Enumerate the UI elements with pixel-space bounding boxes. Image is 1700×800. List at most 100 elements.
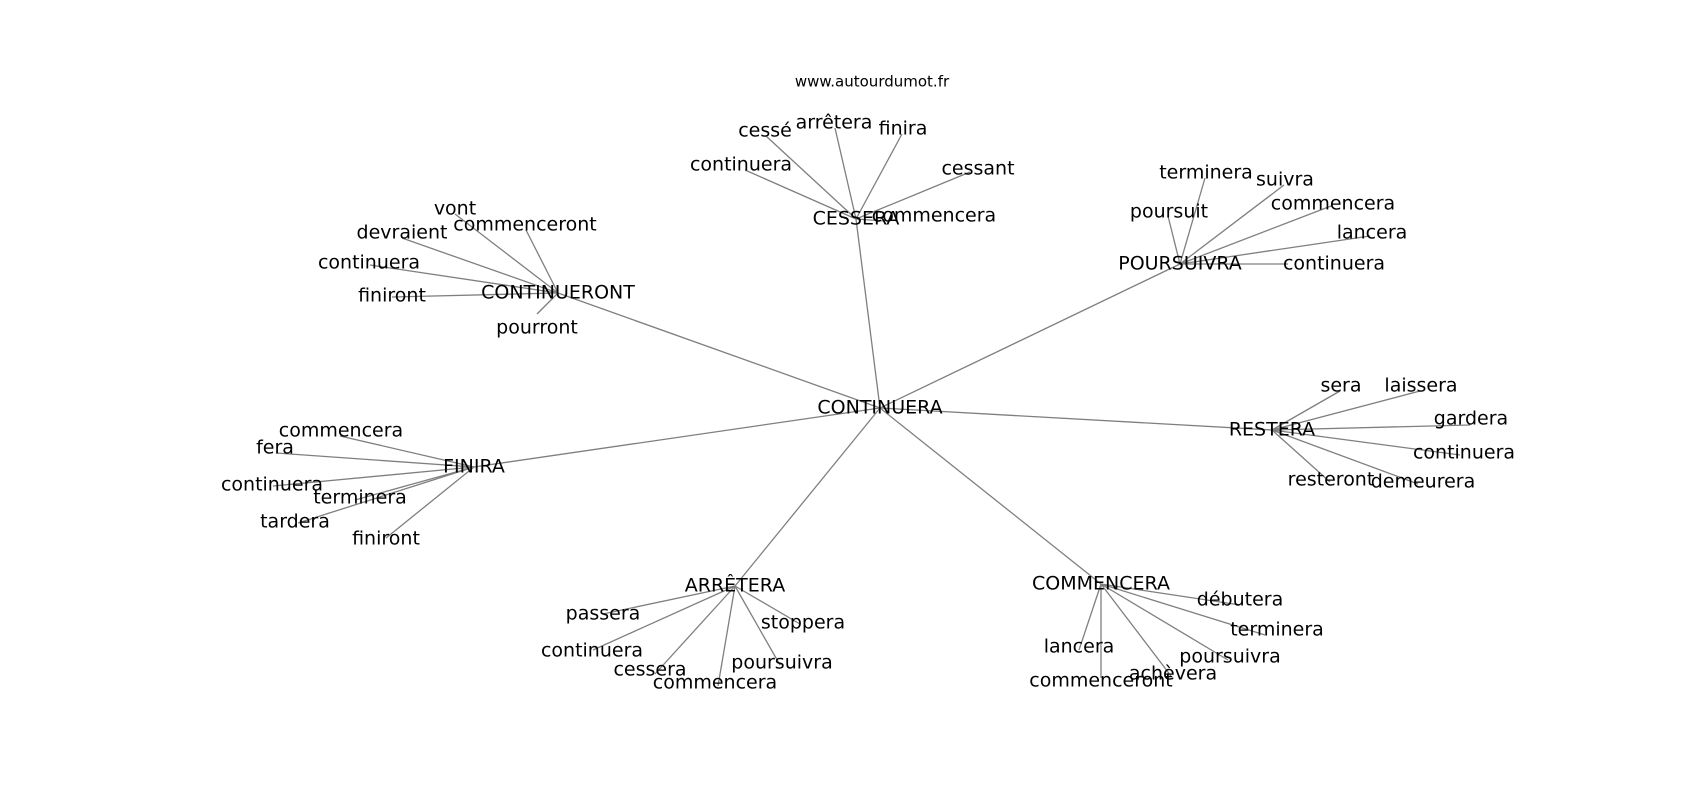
leaf-node-label: demeurera	[1371, 471, 1476, 493]
center-to-hub-edge	[879, 407, 1102, 585]
hub-to-leaf-edge	[401, 237, 559, 294]
leaf-node-label: poursuivra	[731, 652, 832, 674]
center-to-hub-edge	[855, 218, 881, 409]
leaf-node-label: pourront	[496, 317, 578, 339]
leaf-node-label: resteront	[1288, 469, 1375, 491]
leaf-node-label: arrêtera	[796, 112, 873, 134]
center-to-hub-edge	[879, 263, 1181, 409]
leaf-node-label: gardera	[1434, 408, 1508, 430]
leaf-node-label: suivra	[1256, 169, 1314, 191]
hub-to-leaf-edge	[1167, 215, 1181, 265]
leaf-node-label: finiront	[352, 528, 420, 550]
leaf-node-label: poursuivra	[1179, 646, 1280, 668]
hub-to-leaf-edge	[1100, 583, 1229, 661]
leaf-node-label: commencera	[872, 205, 996, 227]
leaf-node-label: débutera	[1197, 589, 1283, 611]
center-node-label: CONTINUERA	[817, 397, 942, 419]
hub-to-leaf-edge	[834, 127, 857, 220]
hub-to-leaf-edge	[744, 169, 857, 220]
leaf-node-label: terminera	[313, 487, 407, 509]
leaf-node-label: lancera	[1337, 222, 1408, 244]
leaf-node-label: lancera	[1044, 636, 1115, 658]
leaf-node-label: commenceront	[1029, 670, 1172, 692]
hub-to-leaf-edge	[734, 585, 781, 666]
hub-to-leaf-edge	[454, 213, 559, 294]
leaf-node-label: achèvera	[1129, 663, 1217, 685]
leaf-node-label: continuera	[318, 252, 420, 274]
hub-node-label: CESSERA	[813, 208, 900, 230]
leaf-node-label: continuera	[1413, 442, 1515, 464]
hub-to-leaf-edge	[1179, 235, 1371, 265]
leaf-node-label: continuera	[541, 640, 643, 662]
hub-node-label: FINIRA	[443, 456, 505, 478]
hub-to-leaf-edge	[1271, 429, 1331, 483]
hub-node-label: COMMENCERA	[1032, 573, 1170, 595]
edges-layer	[272, 127, 1471, 687]
leaf-node-label: passera	[566, 603, 641, 625]
leaf-node-label: terminera	[1230, 619, 1324, 641]
leaf-node-label: poursuit	[1130, 201, 1208, 223]
hub-to-leaf-edge	[536, 292, 559, 315]
hub-to-leaf-edge	[1100, 583, 1241, 606]
hub-to-leaf-edge	[275, 452, 475, 468]
hub-to-leaf-edge	[369, 264, 559, 294]
hub-to-leaf-edge	[391, 292, 559, 298]
leaf-node-label: continuera	[1283, 253, 1385, 275]
hub-to-leaf-edge	[1078, 583, 1102, 651]
hub-to-leaf-edge	[1179, 205, 1332, 265]
leaf-node-label: commencera	[653, 672, 777, 694]
hub-to-leaf-edge	[602, 585, 736, 615]
hub-node-label: POURSUIVRA	[1118, 253, 1242, 275]
hub-to-leaf-edge	[1271, 429, 1461, 456]
hub-node-label: RESTERA	[1229, 419, 1315, 441]
center-to-hub-edge	[879, 407, 1273, 431]
leaf-node-label: devraient	[357, 222, 448, 244]
leaf-node-label: continuera	[221, 474, 323, 496]
leaf-node-label: cessera	[613, 659, 686, 681]
hub-node-label: ARRÊTERA	[685, 574, 785, 597]
leaf-node-label: cessant	[941, 158, 1014, 180]
hub-to-leaf-edge	[1100, 583, 1266, 636]
leaf-node-label: continuera	[690, 154, 792, 176]
leaf-node-label: tardera	[260, 511, 330, 533]
leaf-node-label: cessé	[738, 120, 792, 142]
hub-to-leaf-edge	[717, 585, 736, 687]
leaf-node-label: commencera	[1271, 193, 1395, 215]
center-to-hub-edge	[473, 407, 881, 468]
hub-node-label: CONTINUERONT	[481, 282, 635, 304]
hub-to-leaf-edge	[855, 133, 903, 220]
leaf-node-label: fera	[256, 437, 294, 459]
hub-to-leaf-edge	[1271, 429, 1419, 485]
hub-to-leaf-edge	[272, 466, 475, 487]
hub-to-leaf-edge	[855, 218, 886, 222]
watermark: www.autourdumot.fr	[795, 73, 950, 91]
leaf-node-label: vont	[434, 198, 476, 220]
hub-to-leaf-edge	[297, 466, 475, 524]
leaf-node-label: commencera	[279, 420, 403, 442]
center-to-hub-edge	[734, 407, 881, 587]
hub-to-leaf-edge	[592, 585, 736, 651]
leaf-node-label: sera	[1320, 375, 1361, 397]
hub-to-leaf-edge	[654, 585, 736, 675]
hub-to-leaf-edge	[1100, 583, 1172, 677]
hub-to-leaf-edge	[354, 466, 475, 501]
leaf-node-label: laissera	[1384, 375, 1457, 397]
hub-to-leaf-edge	[1271, 390, 1421, 431]
hub-to-leaf-edge	[734, 585, 801, 625]
hub-to-leaf-edge	[765, 135, 857, 220]
hub-to-leaf-edge	[525, 229, 559, 294]
hub-to-leaf-edge	[1179, 184, 1285, 265]
hub-to-leaf-edge	[339, 435, 475, 468]
leaf-node-label: commenceront	[453, 214, 596, 236]
leaf-node-label: finiront	[358, 285, 426, 307]
hub-to-leaf-edge	[1271, 390, 1341, 431]
leaf-node-label: stoppera	[761, 612, 845, 634]
leaf-node-label: terminera	[1159, 162, 1253, 184]
center-to-hub-edge	[557, 292, 881, 409]
leaf-node-label: finira	[879, 118, 928, 140]
hub-to-leaf-edge	[385, 466, 475, 539]
hub-to-leaf-edge	[1179, 177, 1206, 265]
hub-to-leaf-edge	[855, 171, 971, 220]
